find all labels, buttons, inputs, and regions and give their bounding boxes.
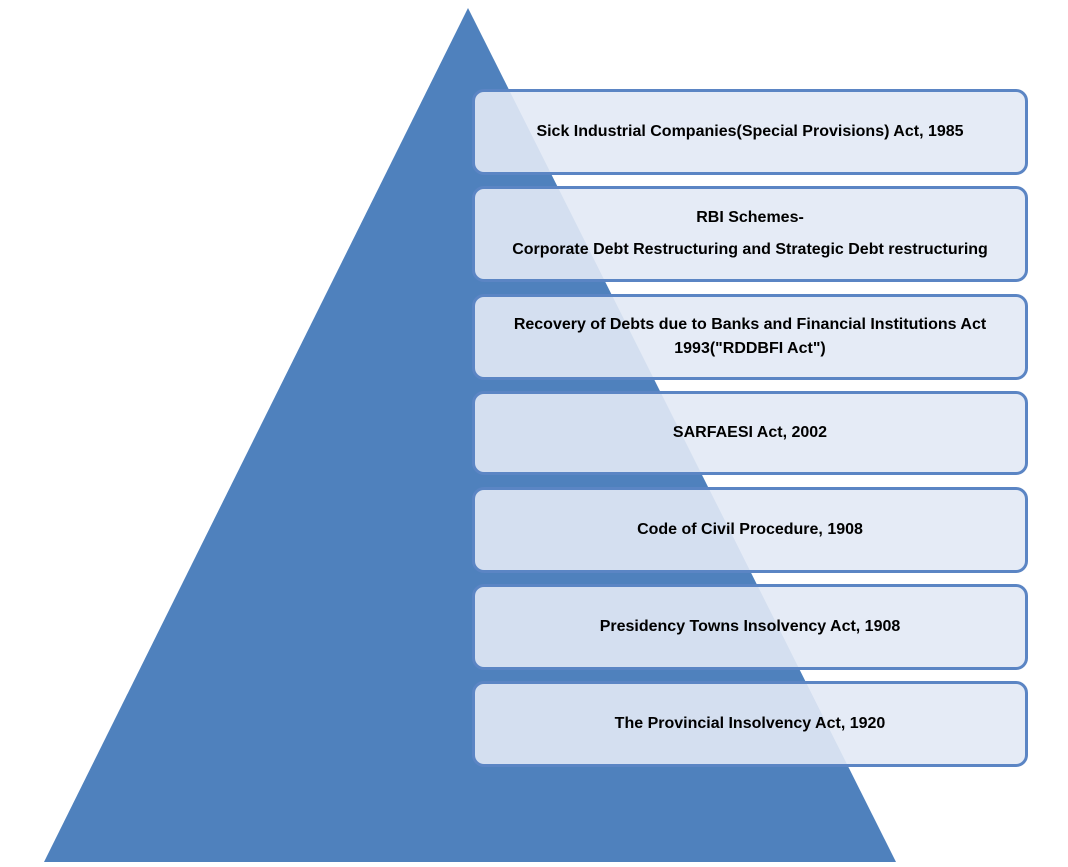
- level-3-line-2: 1993("RDDBFI Act"): [674, 340, 826, 357]
- level-1-line-1: Sick Industrial Companies(Special Provis…: [536, 123, 964, 140]
- level-7-line-1: The Provincial Insolvency Act, 1920: [614, 715, 886, 732]
- pyramid-level-1: Sick Industrial Companies(Special Provis…: [472, 89, 1028, 175]
- pyramid-level-4: SARFAESI Act, 2002: [472, 391, 1028, 475]
- level-3-line-1: Recovery of Debts due to Banks and Finan…: [513, 316, 987, 333]
- level-2-line-1: RBI Schemes-: [696, 209, 804, 226]
- level-6-line-1: Presidency Towns Insolvency Act, 1908: [599, 618, 901, 635]
- pyramid-level-7: The Provincial Insolvency Act, 1920: [472, 681, 1028, 767]
- level-5-line-1: Code of Civil Procedure, 1908: [637, 521, 863, 538]
- level-2-line-2: Corporate Debt Restructuring and Strateg…: [512, 241, 988, 258]
- level-4-line-1: SARFAESI Act, 2002: [672, 424, 828, 441]
- pyramid-level-2: RBI Schemes- Corporate Debt Restructurin…: [472, 186, 1028, 282]
- pyramid-level-5: Code of Civil Procedure, 1908: [472, 487, 1028, 573]
- pyramid-level-3: Recovery of Debts due to Banks and Finan…: [472, 294, 1028, 380]
- pyramid-level-6: Presidency Towns Insolvency Act, 1908: [472, 584, 1028, 670]
